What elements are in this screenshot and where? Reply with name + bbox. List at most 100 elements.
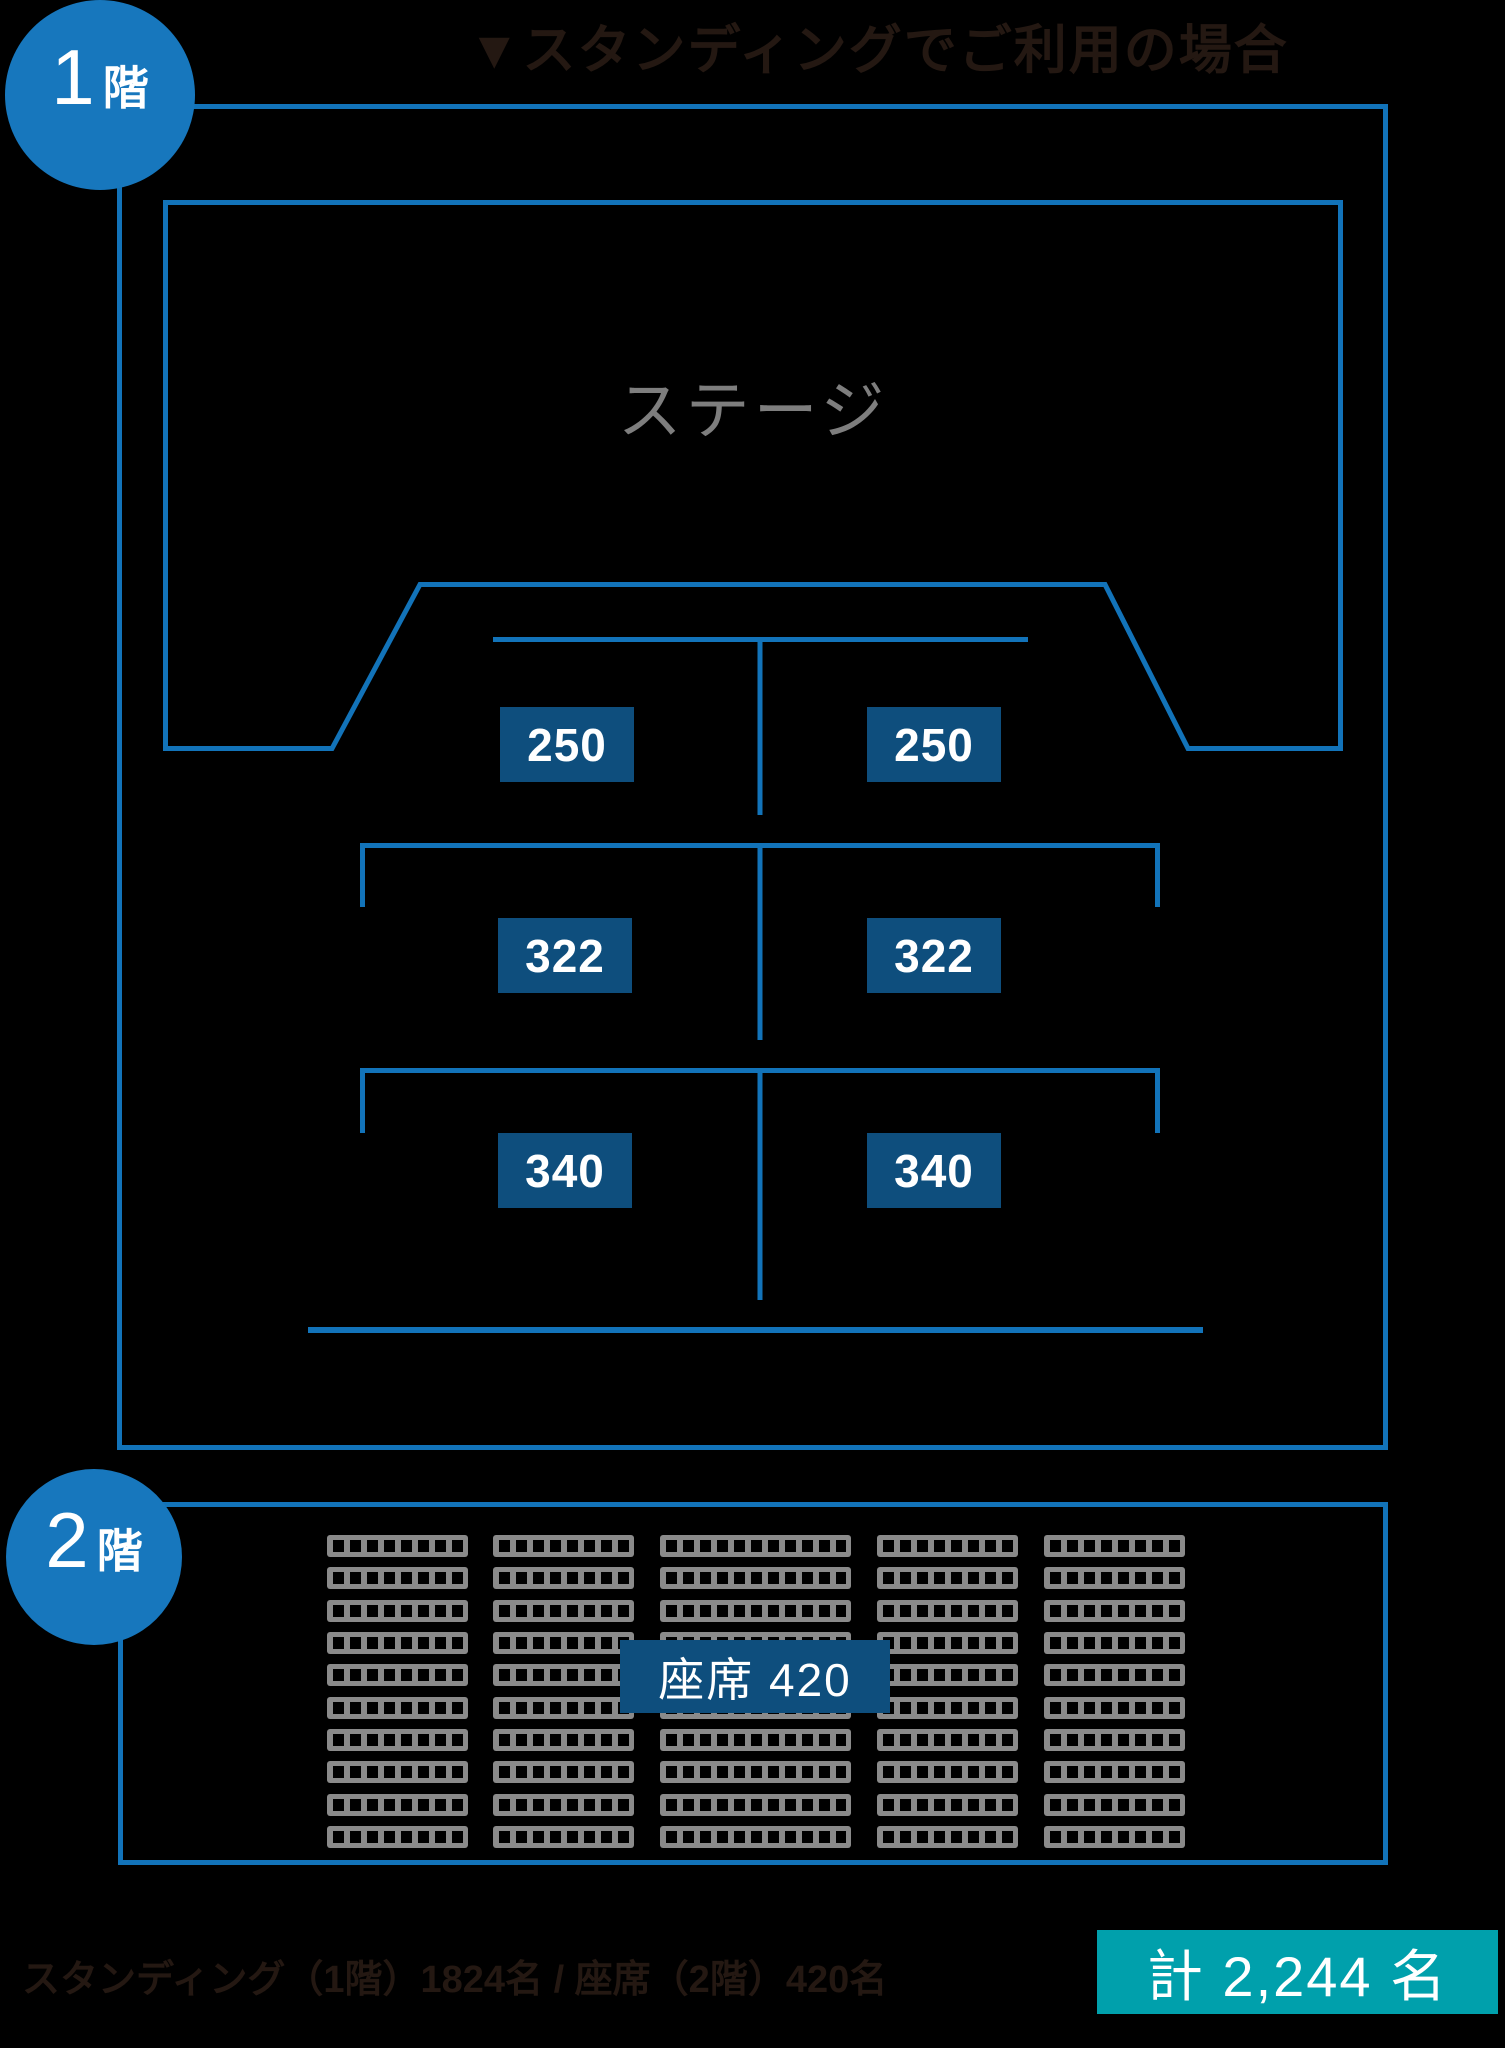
seat-row-icon <box>1044 1567 1185 1590</box>
rear-block-divider <box>360 1068 1160 1300</box>
seat-row-icon <box>660 1599 851 1622</box>
floor1-badge-number: 1 <box>51 33 95 121</box>
seat-row-icon <box>1044 1826 1185 1849</box>
seat-row-icon <box>493 1535 634 1557</box>
seat-row-holes <box>1049 1701 1180 1714</box>
seat-row-icon <box>327 1696 468 1719</box>
seat-row-holes <box>498 1798 629 1811</box>
seat-row-icon <box>327 1761 468 1784</box>
seat-row-icon <box>1044 1535 1185 1557</box>
seat-row-holes <box>332 1798 463 1811</box>
seat-row-icon <box>877 1761 1018 1784</box>
seat-row-holes <box>882 1572 1013 1585</box>
seat-row-holes <box>332 1734 463 1747</box>
seat-row-holes <box>498 1572 629 1585</box>
capacity-box-middle-right: 322 <box>867 918 1001 993</box>
seat-row-icon <box>493 1729 634 1752</box>
seat-row-icon <box>660 1567 851 1590</box>
seat-row-icon <box>1044 1761 1185 1784</box>
seat-row-icon <box>493 1761 634 1784</box>
seat-row-icon <box>327 1535 468 1557</box>
seat-row-holes <box>882 1831 1013 1844</box>
seat-row-holes <box>498 1831 629 1844</box>
seat-row-holes <box>665 1540 846 1552</box>
seat-row-icon <box>1044 1729 1185 1752</box>
seat-row-holes <box>882 1798 1013 1811</box>
floor2-hall-outline <box>118 1502 1388 1865</box>
stage-outline <box>163 200 1343 751</box>
seat-row-holes <box>882 1701 1013 1714</box>
capacity-box-rear-right: 340 <box>867 1133 1001 1208</box>
seat-row-holes <box>332 1669 463 1682</box>
seat-row-holes <box>498 1540 629 1552</box>
seat-row-icon <box>493 1826 634 1849</box>
seat-row-holes <box>882 1669 1013 1682</box>
seat-row-icon <box>493 1793 634 1816</box>
capacity-caption: スタンディング（1階）1824名 / 座席（2階）420名 <box>22 1959 888 2001</box>
seat-row-holes <box>332 1572 463 1585</box>
floor2-badge-number: 2 <box>45 1496 89 1584</box>
seat-row-icon <box>660 1826 851 1849</box>
seat-row-holes <box>332 1637 463 1650</box>
seat-row-holes <box>498 1637 629 1650</box>
seat-row-icon <box>1044 1793 1185 1816</box>
seat-row-icon <box>327 1599 468 1622</box>
seat-row-holes <box>665 1831 846 1844</box>
seat-row-holes <box>1049 1831 1180 1844</box>
seat-row-holes <box>1049 1734 1180 1747</box>
seat-row-icon <box>493 1632 634 1655</box>
seat-row-icon <box>660 1729 851 1752</box>
seat-row-icon <box>660 1535 851 1557</box>
seat-row-icon <box>493 1696 634 1719</box>
seat-row-holes <box>1049 1540 1180 1552</box>
seat-row-holes <box>1049 1798 1180 1811</box>
floor1-badge: 1 階 <box>5 0 195 190</box>
seat-row-holes <box>332 1604 463 1617</box>
seat-row-holes <box>498 1766 629 1779</box>
seat-row-holes <box>498 1604 629 1617</box>
capacity-box-rear-left: 340 <box>498 1133 632 1208</box>
total-capacity-box: 計 2,244 名 <box>1097 1930 1498 2014</box>
seat-row-icon <box>493 1567 634 1590</box>
seat-row-holes <box>1049 1637 1180 1650</box>
seat-row-holes <box>882 1540 1013 1552</box>
page-title: ▼スタンディングでご利用の場合 <box>468 21 1289 80</box>
seat-row-holes <box>665 1572 846 1585</box>
seat-row-holes <box>498 1701 629 1714</box>
stage-label: ステージ <box>617 375 889 447</box>
seat-row-holes <box>332 1540 463 1552</box>
front-block-divider <box>493 637 1028 815</box>
seat-row-holes <box>665 1604 846 1617</box>
seat-row-icon <box>493 1599 634 1622</box>
seat-row-icon <box>327 1664 468 1687</box>
seat-row-icon <box>493 1664 634 1687</box>
seat-row-holes <box>882 1637 1013 1650</box>
middle-block-divider <box>360 843 1160 1040</box>
seat-row-holes <box>1049 1766 1180 1779</box>
seat-row-holes <box>1049 1669 1180 1682</box>
seat-row-holes <box>882 1734 1013 1747</box>
seat-row-icon <box>327 1793 468 1816</box>
capacity-box-middle-left: 322 <box>498 918 632 993</box>
seat-row-holes <box>498 1734 629 1747</box>
seat-row-holes <box>665 1734 846 1747</box>
seat-row-holes <box>498 1669 629 1682</box>
seat-row-icon <box>877 1826 1018 1849</box>
seat-row-icon <box>327 1632 468 1655</box>
seat-row-holes <box>665 1766 846 1779</box>
floor1-badge-suffix: 階 <box>102 62 149 114</box>
floor2-badge: 2 階 <box>6 1469 182 1645</box>
seat-row-icon <box>660 1793 851 1816</box>
seat-row-icon <box>877 1567 1018 1590</box>
seat-row-icon <box>877 1729 1018 1752</box>
capacity-box-front-right: 250 <box>867 707 1001 782</box>
seat-row-icon <box>1044 1632 1185 1655</box>
seat-row-icon <box>877 1632 1018 1655</box>
seat-row-holes <box>665 1798 846 1811</box>
seat-row-icon <box>877 1535 1018 1557</box>
seat-row-icon <box>327 1729 468 1752</box>
seat-row-icon <box>1044 1696 1185 1719</box>
seat-row-icon <box>877 1664 1018 1687</box>
floor2-seats-label-box: 座席 420 <box>620 1640 890 1713</box>
